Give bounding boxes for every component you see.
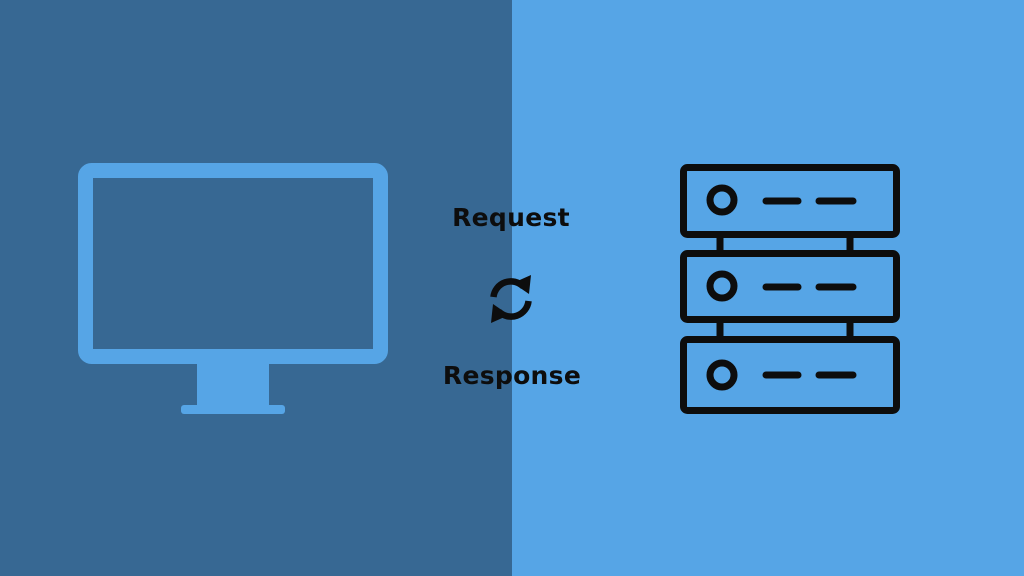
request-label: Request: [452, 203, 570, 232]
response-label: Response: [442, 361, 582, 390]
monitor-icon: [78, 163, 388, 414]
sync-arrows-icon: [490, 275, 532, 323]
server-rack-icon: [680, 164, 900, 414]
